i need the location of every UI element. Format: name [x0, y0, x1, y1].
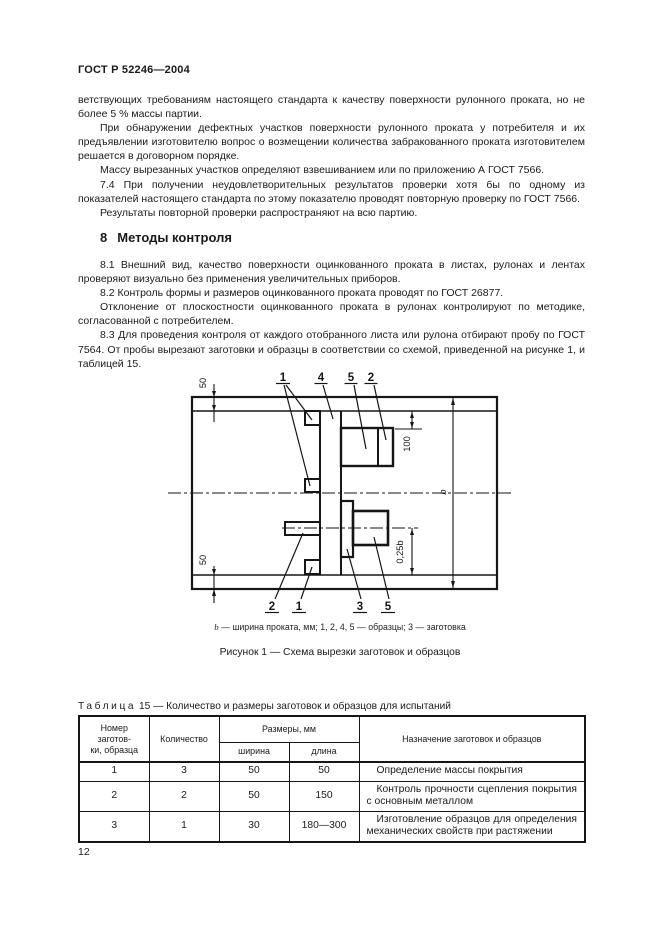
- callout-1-top: 1: [280, 372, 287, 384]
- section-title: Методы контроля: [117, 230, 232, 245]
- col-header-sizes: Размеры, мм: [218, 715, 360, 743]
- callout-5-top: 5: [348, 372, 355, 384]
- dim-label-50-bottom: 50: [198, 555, 208, 565]
- cell-width: 50: [218, 761, 290, 782]
- cell-quantity: 1: [148, 810, 220, 843]
- col-header-purpose: Назначение заготовок и образцов: [358, 715, 586, 763]
- paragraph: ветствующих требованиям настоящего станд…: [78, 94, 585, 121]
- section-text-block: 8.1 Внешний вид, качество поверхности оц…: [78, 258, 585, 371]
- callout-5-bottom: 5: [385, 601, 392, 613]
- dim-label-100: 100: [402, 436, 412, 452]
- cell-length: 50: [288, 761, 360, 782]
- cell-quantity: 3: [148, 761, 220, 782]
- section-heading: 8 Методы контроля: [100, 230, 232, 245]
- cell-purpose: Изготовление образцов для определения ме…: [358, 810, 586, 843]
- leader-line: [353, 384, 367, 450]
- arrowhead: [212, 405, 216, 411]
- section-number: 8: [100, 230, 108, 245]
- table-row: 1 3 50 50 Определение массы покрытия: [78, 761, 586, 782]
- arrowhead: [212, 569, 216, 575]
- figure-caption: b — ширина проката, мм; 1, 2, 4, 5 — обр…: [90, 622, 590, 632]
- leader-line: [285, 384, 313, 421]
- sample-1-top: [304, 410, 321, 426]
- table-title-text: 15 — Количество и размеры заготовок и об…: [139, 701, 451, 712]
- cell-length: 180—300: [288, 810, 360, 843]
- dim-label-b: b: [438, 489, 448, 494]
- figure-1-cutting-scheme: 50 50 100 0,25b b 1 4 5 2: [168, 372, 512, 614]
- paragraph: При обнаружении дефектных участков повер…: [78, 122, 585, 163]
- leader-line: [373, 384, 387, 441]
- cell-width: 50: [218, 780, 290, 812]
- blank-3: [339, 499, 355, 559]
- cell-number: 2: [78, 780, 150, 812]
- caption-variable: b: [214, 622, 219, 632]
- col-header-number: Номер заготов- ки, образца: [78, 715, 150, 763]
- cell-quantity: 2: [148, 780, 220, 812]
- col-header-length: длина: [288, 741, 360, 763]
- dim-label-quarter: 0,25b: [395, 540, 405, 563]
- leader-line: [346, 548, 362, 600]
- callout-4-top: 4: [318, 372, 325, 384]
- leader-line: [300, 566, 313, 600]
- arrowhead: [410, 529, 414, 535]
- table-15: Номер заготов- ки, образца Количество Ра…: [78, 715, 586, 843]
- cell-purpose: Определение массы покрытия: [358, 761, 586, 782]
- sample-5-top: [339, 426, 395, 468]
- paragraph: 8.3 Для проведения контроля от каждого о…: [78, 329, 585, 370]
- dim-label-50-top: 50: [198, 378, 208, 388]
- arrowhead: [410, 568, 414, 574]
- cell-number: 3: [78, 810, 150, 843]
- leader-line: [373, 536, 390, 600]
- arrowhead: [451, 398, 455, 405]
- table-title: Таблица 15 — Количество и размеры загото…: [78, 701, 451, 712]
- standard-number-header: ГОСТ Р 52246—2004: [78, 64, 190, 76]
- arrowhead: [451, 581, 455, 588]
- col-header-width: ширина: [218, 741, 290, 763]
- callout-1-bottom: 1: [296, 601, 303, 613]
- sample-1-middle: [304, 478, 321, 493]
- cell-number: 1: [78, 761, 150, 782]
- leader-line: [274, 532, 304, 600]
- paragraph: 7.4 При получении неудовлетворительных р…: [78, 178, 585, 205]
- arrowhead: [212, 391, 216, 397]
- paragraph: Массу вырезанных участков определяют взв…: [100, 164, 545, 177]
- leader-line: [283, 384, 311, 487]
- callout-2-top: 2: [368, 372, 374, 384]
- leader-line: [322, 384, 334, 420]
- callout-3-bottom: 3: [357, 601, 363, 613]
- table-label: Таблица: [78, 701, 137, 712]
- table-row: 2 2 50 150 Контроль прочности сцепления …: [78, 780, 586, 812]
- paragraph: Результаты повторной проверки распростра…: [100, 206, 418, 219]
- callout-2-bottom: 2: [269, 601, 275, 613]
- cell-length: 150: [288, 780, 360, 812]
- arrowhead: [410, 412, 414, 418]
- table-row: 3 1 30 180—300 Изготовление образцов для…: [78, 810, 586, 843]
- cell-purpose: Контроль прочности сцепления покрытия с …: [358, 780, 586, 812]
- arrowhead: [410, 422, 414, 428]
- sample-1-bottom: [304, 559, 321, 575]
- paragraph: 8.1 Внешний вид, качество поверхности оц…: [78, 259, 585, 286]
- cell-width: 30: [218, 810, 290, 843]
- arrowhead: [212, 589, 216, 596]
- caption-text: — ширина проката, мм; 1, 2, 4, 5 — образ…: [218, 622, 466, 632]
- page-number: 12: [78, 846, 90, 858]
- paragraph: Отклонение от плоскостности оцинкованног…: [78, 301, 585, 328]
- intro-text-block: ветствующих требованиям настоящего станд…: [78, 93, 585, 220]
- figure-title: Рисунок 1 — Схема вырезки заготовок и об…: [219, 647, 461, 658]
- paragraph: 8.2 Контроль формы и размеров оцинкованн…: [100, 287, 504, 300]
- col-header-quantity: Количество: [148, 715, 220, 763]
